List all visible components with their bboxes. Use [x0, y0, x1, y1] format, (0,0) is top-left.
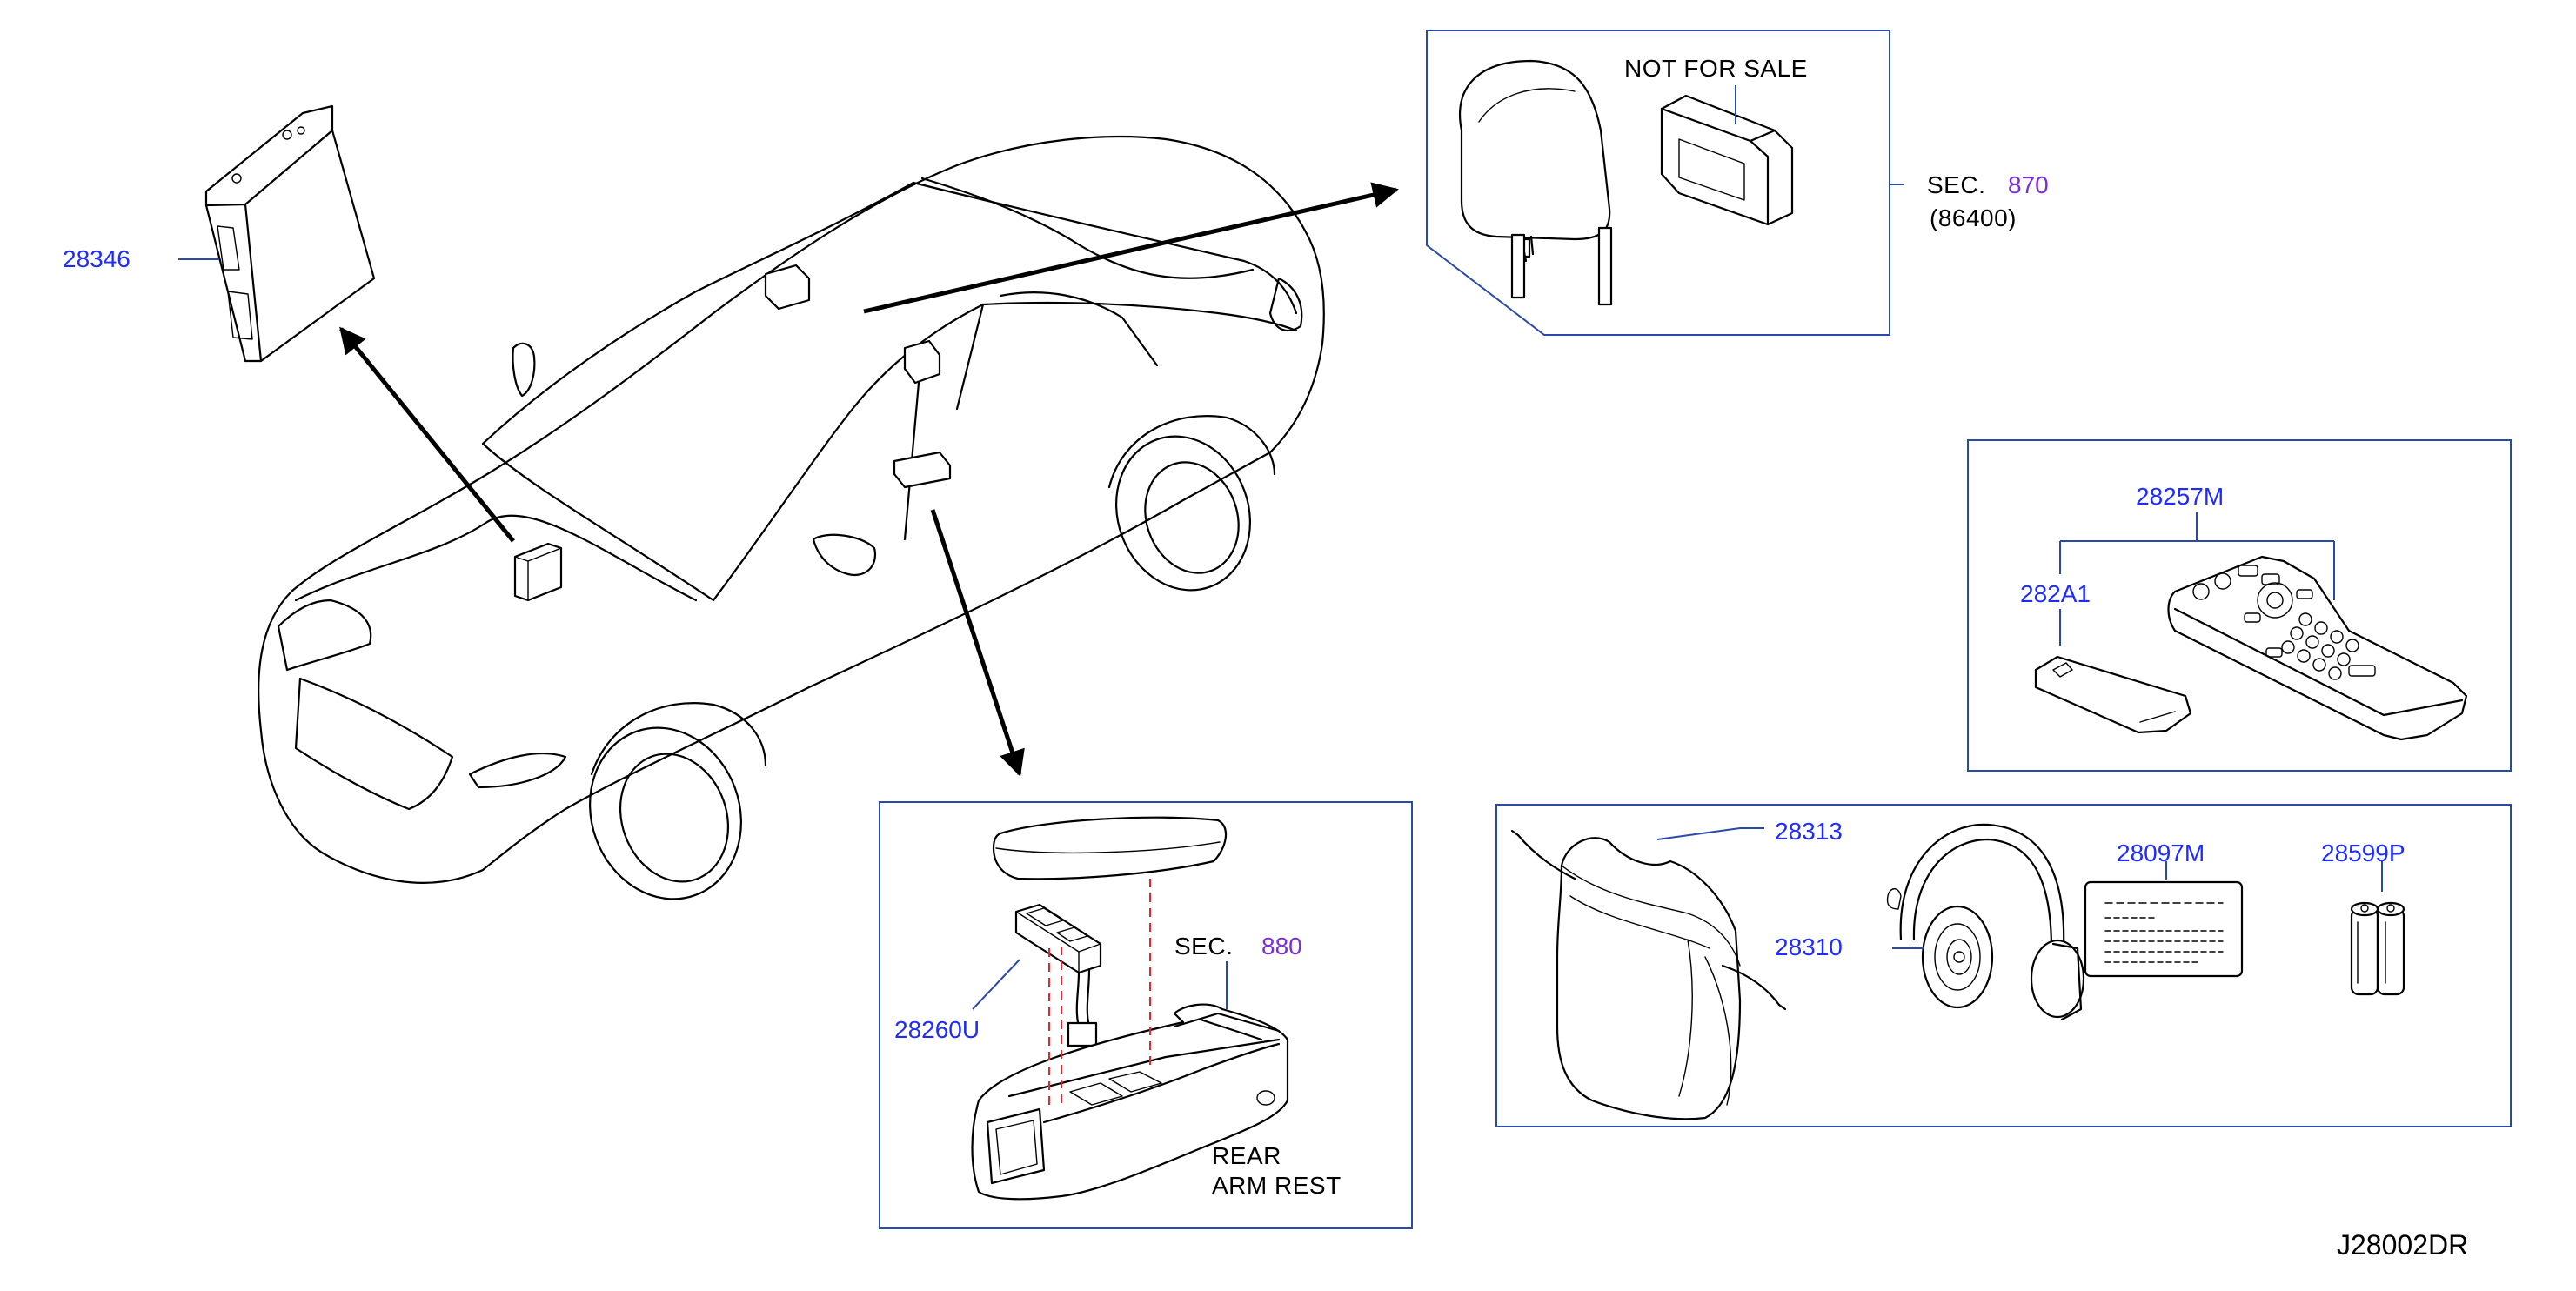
sec-880-prefix: SEC. — [1174, 933, 1233, 960]
av-control-unit — [204, 104, 376, 363]
remote-callout: 28257M 282A1 — [1967, 439, 2512, 772]
headrest-callout: NOT FOR SALE SEC. 870 (86400) — [1426, 30, 2049, 336]
not-for-sale-label: NOT FOR SALE — [1624, 55, 1808, 82]
part-number-28310[interactable]: 28310 — [1775, 933, 1843, 960]
armrest-caption-line2: ARM REST — [1212, 1172, 1342, 1199]
sec-870-code: (86400) — [1930, 204, 2017, 231]
accessories-callout: 28313 28310 28097M 28599P — [1495, 804, 2512, 1127]
arrow-to-armrest — [930, 509, 1025, 777]
part-number-28260u[interactable]: 28260U — [894, 1016, 980, 1043]
part-number-28257m[interactable]: 28257M — [2136, 483, 2224, 510]
part-number-28097m[interactable]: 28097M — [2117, 839, 2205, 866]
sec-870-link[interactable]: 870 — [2008, 171, 2049, 198]
part-number-28346[interactable]: 28346 — [63, 245, 130, 272]
armrest-callout: 28260U SEC. 880 REAR ARM REST — [879, 801, 1413, 1229]
part-number-28313[interactable]: 28313 — [1775, 818, 1843, 845]
remote-buttons — [2192, 565, 2376, 680]
arrow-to-headrest — [863, 182, 1399, 314]
arrow-to-28346 — [339, 326, 515, 543]
diagram-code: J28002DR — [2337, 1229, 2468, 1261]
car-illustration — [258, 135, 1325, 900]
part-number-282a1[interactable]: 282A1 — [2020, 580, 2091, 607]
armrest-caption-line1: REAR — [1212, 1142, 1281, 1169]
part-number-28599p[interactable]: 28599P — [2321, 839, 2405, 866]
sec-870-prefix: SEC. — [1927, 171, 1985, 198]
sec-880-link[interactable]: 880 — [1261, 933, 1302, 960]
